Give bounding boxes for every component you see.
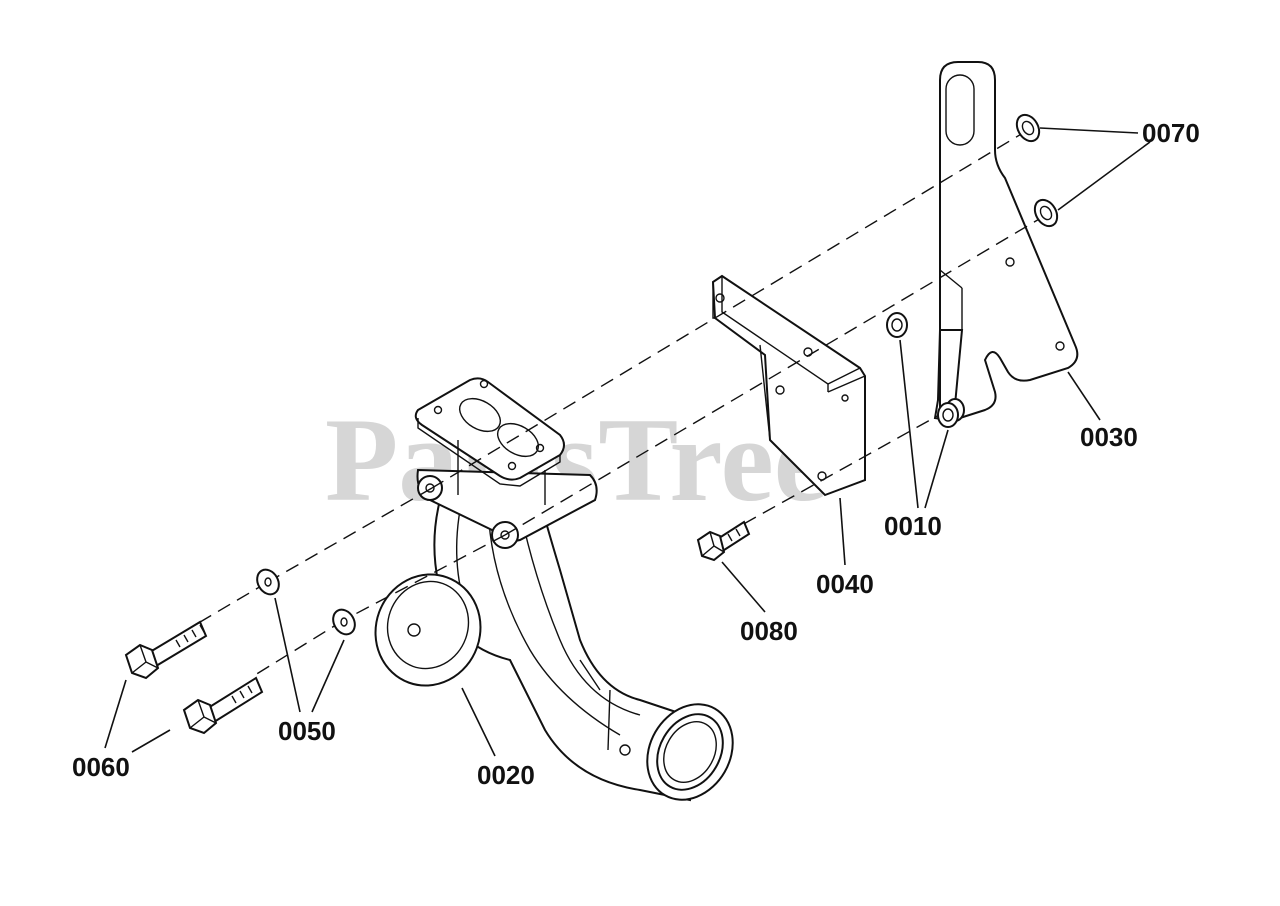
label-0050[interactable]: 0050 bbox=[278, 716, 336, 746]
label-0080[interactable]: 0080 bbox=[740, 616, 798, 646]
spacer-0010-lower[interactable] bbox=[937, 398, 965, 428]
label-0040[interactable]: 0040 bbox=[816, 569, 874, 599]
leader-lines bbox=[104, 127, 1151, 757]
bolt-0060-lower[interactable] bbox=[182, 676, 264, 735]
label-0060[interactable]: 0060 bbox=[72, 752, 130, 782]
washer-0050-lower[interactable] bbox=[329, 606, 359, 639]
washer-0050-upper[interactable] bbox=[253, 566, 283, 599]
bolt-0060-upper[interactable] bbox=[124, 620, 208, 680]
assembly-lines bbox=[194, 129, 1047, 676]
bolt-0080[interactable] bbox=[696, 520, 751, 562]
nut-0070-lower[interactable] bbox=[1030, 196, 1061, 230]
bracket-0040[interactable] bbox=[711, 274, 866, 497]
exhaust-pipe-0020[interactable] bbox=[360, 377, 750, 815]
label-0070[interactable]: 0070 bbox=[1142, 118, 1200, 148]
bracket-plate-0030[interactable] bbox=[933, 61, 1079, 422]
label-0020[interactable]: 0020 bbox=[477, 760, 535, 790]
spacer-0010-upper[interactable] bbox=[886, 312, 908, 338]
nut-0070-upper[interactable] bbox=[1012, 111, 1043, 145]
label-0010[interactable]: 0010 bbox=[884, 511, 942, 541]
slot-hole bbox=[945, 74, 975, 146]
label-0030[interactable]: 0030 bbox=[1080, 422, 1138, 452]
